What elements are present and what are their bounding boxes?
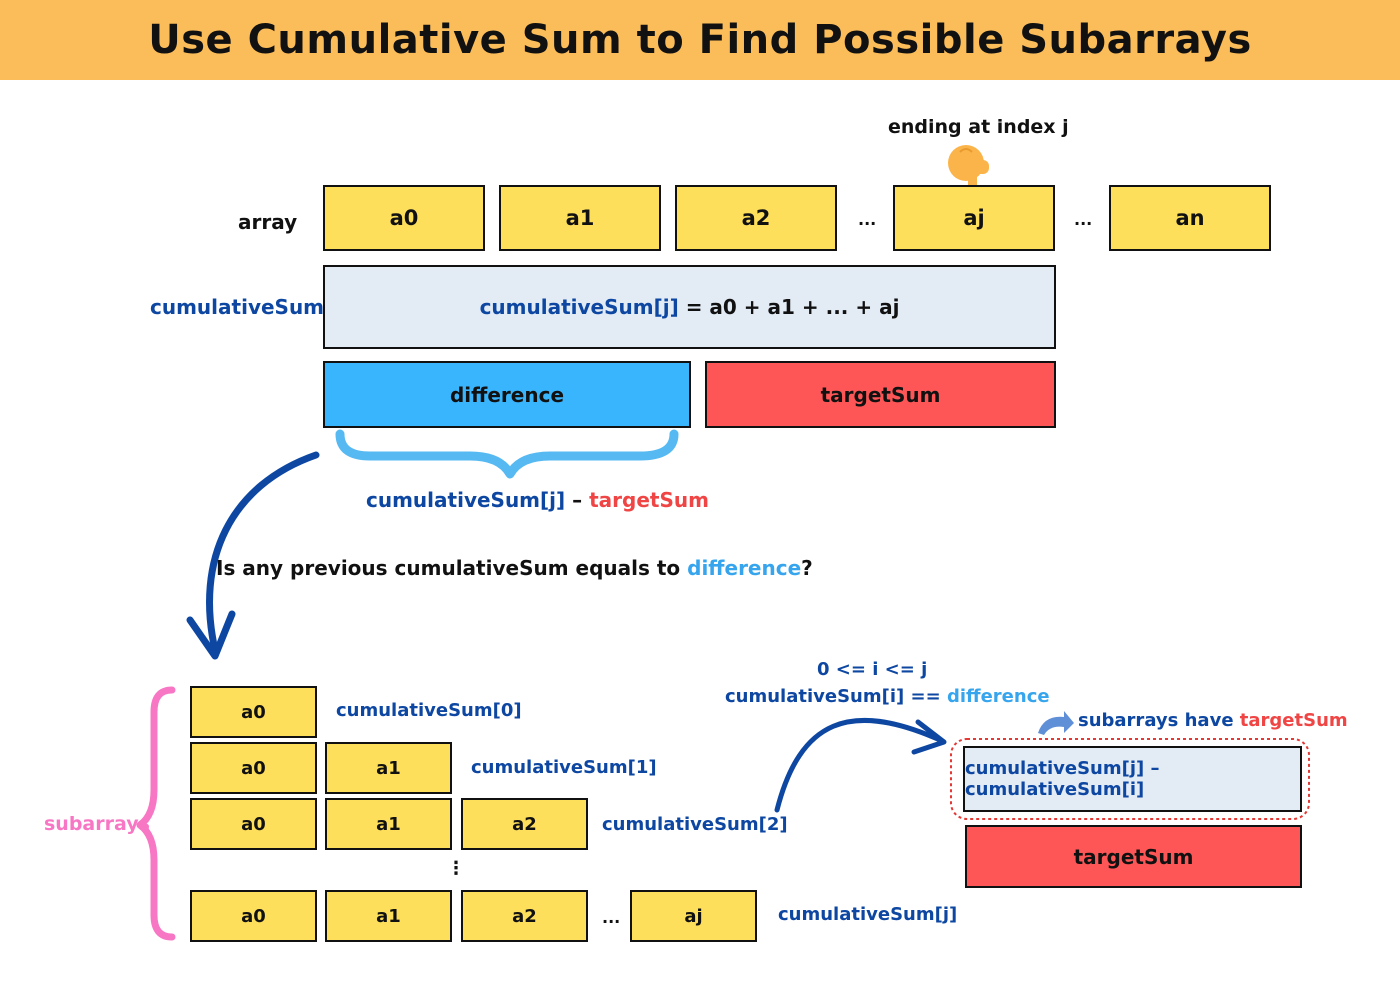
subarray-row1-cumsum: cumulativeSum[1] <box>471 757 657 778</box>
small-arrow-icon <box>1038 711 1074 735</box>
cumsum-box: cumulativeSum[j] = a0 + a1 + ... + aj <box>323 265 1056 349</box>
brace-icon <box>335 429 679 479</box>
array-cell-a1: a1 <box>499 185 661 251</box>
highlight-outline <box>950 738 1310 820</box>
subarray-row1-cell1: a1 <box>325 742 452 794</box>
targetsum-box: targetSum <box>705 361 1056 428</box>
cumsum-formula-rest: = a0 + a1 + ... + aj <box>678 295 900 319</box>
subarray-row2-cumsum: cumulativeSum[2] <box>602 814 788 835</box>
page-title: Use Cumulative Sum to Find Possible Suba… <box>148 17 1252 63</box>
difference-formula: cumulativeSum[j] – targetSum <box>366 488 709 512</box>
array-cell-aj: aj <box>893 185 1055 251</box>
curved-arrow-icon <box>186 451 320 660</box>
condition-range: 0 <= i <= j <box>817 659 928 680</box>
brace-formula-minus: – <box>565 488 590 512</box>
difference-box: difference <box>323 361 691 428</box>
subarray-row0-cell0: a0 <box>190 686 317 738</box>
result-caption-highlight: targetSum <box>1239 710 1348 731</box>
condition-equation: cumulativeSum[i] == difference <box>725 686 1050 707</box>
array-ellipsis-1: ... <box>858 210 877 229</box>
subarray-row2-cell1: a1 <box>325 798 452 850</box>
subarray-rowj-cell1: a1 <box>325 890 452 942</box>
subarray-vertical-dots: ⋮ <box>447 858 465 879</box>
subarray-rowj-cumsum: cumulativeSum[j] <box>778 904 958 925</box>
array-label: array <box>238 210 298 234</box>
subarray-rowj-cell3: aj <box>630 890 757 942</box>
result-targetsum-box: targetSum <box>965 825 1302 888</box>
result-formula-box: cumulativeSum[j] – cumulativeSum[i] <box>963 746 1302 812</box>
subarray-row1-cell0: a0 <box>190 742 317 794</box>
cumsum-label: cumulativeSum <box>150 295 325 319</box>
subarray-row2-cell2: a2 <box>461 798 588 850</box>
title-banner: Use Cumulative Sum to Find Possible Suba… <box>0 0 1400 80</box>
brace-formula-left: cumulativeSum[j] <box>366 488 566 512</box>
subarray-row0-cumsum: cumulativeSum[0] <box>336 700 522 721</box>
subarray-row2-cell0: a0 <box>190 798 317 850</box>
condition-eq-left: cumulativeSum[i] == <box>725 686 947 707</box>
question-prefix: Is any previous cumulativeSum equals to <box>216 556 688 580</box>
subarray-rowj-ellipsis: ... <box>602 908 621 927</box>
result-caption-prefix: subarrays have <box>1078 710 1240 731</box>
pointer-label: ending at index j <box>888 116 1069 138</box>
result-caption: subarrays have targetSum <box>1078 710 1348 731</box>
brace-formula-right: targetSum <box>589 488 709 512</box>
cumsum-formula-name: cumulativeSum[j] <box>479 295 679 319</box>
question-text: Is any previous cumulativeSum equals to … <box>216 556 813 580</box>
subarrays-brace-icon <box>136 686 176 941</box>
array-cell-a0: a0 <box>323 185 485 251</box>
condition-eq-right: difference <box>946 686 1050 707</box>
array-ellipsis-2: ... <box>1074 210 1093 229</box>
question-highlight: difference <box>687 556 802 580</box>
subarray-rowj-cell2: a2 <box>461 890 588 942</box>
question-suffix: ? <box>801 556 813 580</box>
array-cell-an: an <box>1109 185 1271 251</box>
subarray-rowj-cell0: a0 <box>190 890 317 942</box>
curved-arrow-right-icon <box>774 717 947 813</box>
array-cell-a2: a2 <box>675 185 837 251</box>
subarrays-label: subarrays <box>44 813 150 835</box>
